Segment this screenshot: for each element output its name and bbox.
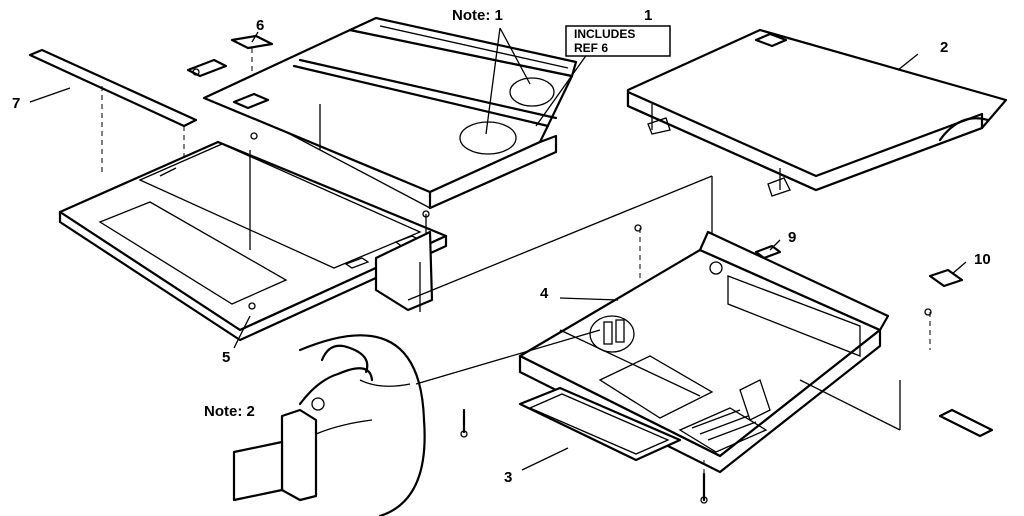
note-1-label: Note: 1 <box>452 7 503 24</box>
ref-label-10: 10 <box>974 251 991 268</box>
detail-callout-note-2 <box>232 329 601 516</box>
ref-label-2: 2 <box>940 39 948 56</box>
screw-hardware <box>460 224 932 504</box>
part-2-rear-cover <box>626 28 1008 197</box>
ref-label-6: 6 <box>256 17 264 34</box>
part-4-base-chassis <box>518 230 901 474</box>
lower-right-strip <box>938 408 994 438</box>
ref-label-5: 5 <box>222 349 230 366</box>
part-9-plate <box>754 244 782 260</box>
includes-line-2: REF 6 <box>574 41 608 55</box>
part-1-top-cover <box>202 16 578 210</box>
includes-ref-box: INCLUDES REF 6 <box>565 25 671 57</box>
includes-line-1: INCLUDES <box>574 27 635 41</box>
callout-leaders <box>29 27 967 471</box>
ref-label-1: 1 <box>644 7 652 24</box>
note-2-label: Note: 2 <box>204 403 255 420</box>
ref-label-3: 3 <box>504 469 512 486</box>
ref-label-4: 4 <box>540 285 549 302</box>
ref-label-9: 9 <box>788 229 796 246</box>
part-5-bezel <box>58 132 448 342</box>
ref-label-7: 7 <box>12 95 20 112</box>
hinge-bracket <box>186 58 228 78</box>
part-3-bottom-plate <box>518 386 682 462</box>
part-10-bracket <box>928 268 964 288</box>
